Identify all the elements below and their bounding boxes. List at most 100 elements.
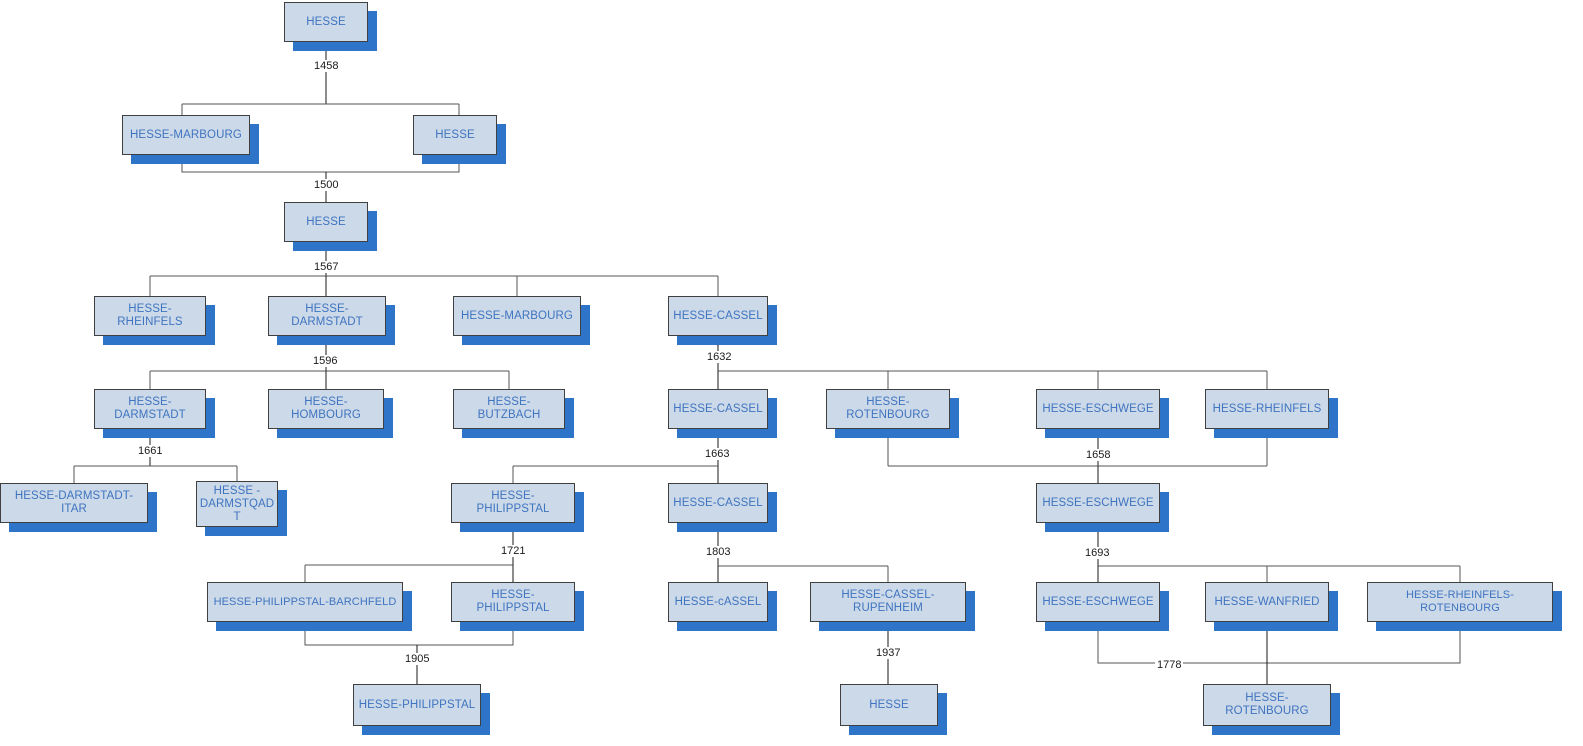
node-box[interactable]: HESSE - DARMSTQAD T	[196, 481, 287, 536]
node-label: HESSE	[435, 128, 475, 141]
node-box[interactable]: HESSE-ESCHWEGE	[1036, 582, 1169, 631]
node-face: HESSE-ROTENBOURG	[1203, 684, 1331, 726]
node-label: HESSE-ROTENBOURG	[1225, 692, 1309, 717]
node-face: HESSE-CASSEL-RUPENHEIM	[810, 582, 966, 622]
node-face: HESSE-BUTZBACH	[453, 389, 565, 429]
node-box[interactable]: HESSE-CASSEL	[668, 296, 777, 345]
year-label: 1658	[1084, 449, 1113, 461]
node-label: HESSE - DARMSTQAD T	[199, 484, 275, 523]
node-label: HESSE-CASSEL	[673, 496, 763, 509]
node-box[interactable]: HESSE-RHEINFELS	[94, 296, 215, 345]
node-label: HESSE-DARMSTADT	[114, 396, 186, 421]
node-face: HESSE-DARMSTADT	[268, 296, 386, 336]
node-label: HESSE-cASSEL	[674, 595, 762, 608]
node-label: HESSE-RHEINFELS	[1212, 402, 1322, 415]
year-label: 1721	[499, 545, 528, 557]
node-face: HESSE-MARBOURG	[453, 296, 581, 336]
node-face: HESSE-RHEINFELS	[94, 296, 206, 336]
year-label: 1778	[1155, 659, 1184, 671]
node-face: HESSE-WANFRIED	[1205, 582, 1329, 622]
year-label: 1596	[311, 355, 340, 367]
node-label: HESSE-DARMSTADT-ITAR	[14, 490, 134, 515]
node-face: HESSE-RHEINFELS	[1205, 389, 1329, 429]
node-box[interactable]: HESSE-BUTZBACH	[453, 389, 574, 438]
node-box[interactable]: HESSE-HOMBOURG	[268, 389, 393, 438]
node-label: HESSE-MARBOURG	[130, 128, 242, 141]
node-box[interactable]: HESSE-ROTENBOURG	[1203, 684, 1340, 735]
node-face: HESSE-RHEINFELS-ROTENBOURG	[1367, 582, 1553, 622]
node-label: HESSE-ESCHWEGE	[1042, 402, 1154, 415]
node-box[interactable]: HESSE-WANFRIED	[1205, 582, 1338, 631]
year-label: 1663	[703, 448, 732, 460]
node-box[interactable]: HESSE	[840, 684, 947, 735]
node-face: HESSE-ESCHWEGE	[1036, 389, 1160, 429]
node-label: HESSE-CASSEL	[673, 402, 763, 415]
node-box[interactable]: HESSE-MARBOURG	[453, 296, 590, 345]
node-face: HESSE-ESCHWEGE	[1036, 483, 1160, 523]
node-face: HESSE-PHILIPPSTAL	[451, 483, 575, 523]
node-label: HESSE-ROTENBOURG	[846, 396, 930, 421]
node-box[interactable]: HESSE-PHILIPPSTAL	[451, 582, 584, 631]
node-label: HESSE-ESCHWEGE	[1042, 496, 1154, 509]
year-label: 1803	[704, 546, 733, 558]
node-face: HESSE-DARMSTADT	[94, 389, 206, 429]
node-label: HESSE-CASSEL	[673, 309, 763, 322]
node-label: HESSE-DARMSTADT	[291, 303, 363, 328]
node-face: HESSE-CASSEL	[668, 296, 768, 336]
node-box[interactable]: HESSE-ESCHWEGE	[1036, 483, 1169, 532]
node-box[interactable]: HESSE-DARMSTADT	[94, 389, 215, 438]
node-face: HESSE-ROTENBOURG	[826, 389, 950, 429]
node-face: HESSE-CASSEL	[668, 483, 768, 523]
node-box[interactable]: HESSE-cASSEL	[668, 582, 777, 631]
node-face: HESSE	[840, 684, 938, 726]
node-face: HESSE-HOMBOURG	[268, 389, 384, 429]
year-label: 1905	[403, 653, 432, 665]
node-box[interactable]: HESSE-DARMSTADT	[268, 296, 395, 345]
year-label: 1661	[136, 445, 165, 457]
node-box[interactable]: HESSE-PHILIPPSTAL-BARCHFELD	[207, 582, 412, 631]
node-face: HESSE	[284, 202, 368, 242]
node-box[interactable]: HESSE-PHILIPPSTAL	[451, 483, 584, 532]
node-box[interactable]: HESSE-CASSEL	[668, 389, 777, 438]
node-face: HESSE	[413, 115, 497, 155]
node-label: HESSE	[306, 15, 346, 28]
node-box[interactable]: HESSE	[284, 2, 377, 51]
node-label: HESSE-PHILIPPSTAL	[476, 589, 550, 614]
node-label: HESSE-MARBOURG	[461, 309, 573, 322]
node-label: HESSE-CASSEL-RUPENHEIM	[841, 589, 935, 614]
node-face: HESSE-CASSEL	[668, 389, 768, 429]
node-face: HESSE-ESCHWEGE	[1036, 582, 1160, 622]
node-box[interactable]: HESSE	[284, 202, 377, 251]
node-box[interactable]: HESSE-ESCHWEGE	[1036, 389, 1169, 438]
node-label: HESSE	[306, 215, 346, 228]
node-box[interactable]: HESSE-RHEINFELS	[1205, 389, 1338, 438]
node-box[interactable]: HESSE-PHILIPPSTAL	[353, 684, 490, 735]
node-label: HESSE-RHEINFELS-ROTENBOURG	[1406, 589, 1514, 614]
node-face: HESSE-DARMSTADT-ITAR	[0, 483, 148, 523]
node-face: HESSE-cASSEL	[668, 582, 768, 622]
node-box[interactable]: HESSE-RHEINFELS-ROTENBOURG	[1367, 582, 1562, 631]
node-label: HESSE-HOMBOURG	[291, 396, 361, 421]
node-box[interactable]: HESSE-DARMSTADT-ITAR	[0, 483, 157, 532]
node-face: HESSE-MARBOURG	[122, 115, 250, 155]
node-label: HESSE	[869, 698, 909, 711]
year-label: 1567	[312, 261, 341, 273]
node-box[interactable]: HESSE	[413, 115, 506, 164]
node-box[interactable]: HESSE-CASSEL	[668, 483, 777, 532]
year-label: 1632	[705, 351, 734, 363]
node-face: HESSE-PHILIPPSTAL	[353, 684, 481, 726]
node-label: HESSE-PHILIPPSTAL	[358, 698, 476, 711]
node-label: HESSE-RHEINFELS	[117, 303, 183, 328]
node-label: HESSE-PHILIPPSTAL	[476, 490, 550, 515]
node-label: HESSE-BUTZBACH	[477, 396, 541, 421]
node-box[interactable]: HESSE-CASSEL-RUPENHEIM	[810, 582, 975, 631]
node-face: HESSE - DARMSTQAD T	[196, 481, 278, 527]
node-label: HESSE-WANFRIED	[1214, 595, 1320, 608]
node-box[interactable]: HESSE-MARBOURG	[122, 115, 259, 164]
node-face: HESSE	[284, 2, 368, 42]
node-box[interactable]: HESSE-ROTENBOURG	[826, 389, 959, 438]
year-label: 1937	[874, 647, 903, 659]
year-label: 1458	[312, 60, 341, 72]
